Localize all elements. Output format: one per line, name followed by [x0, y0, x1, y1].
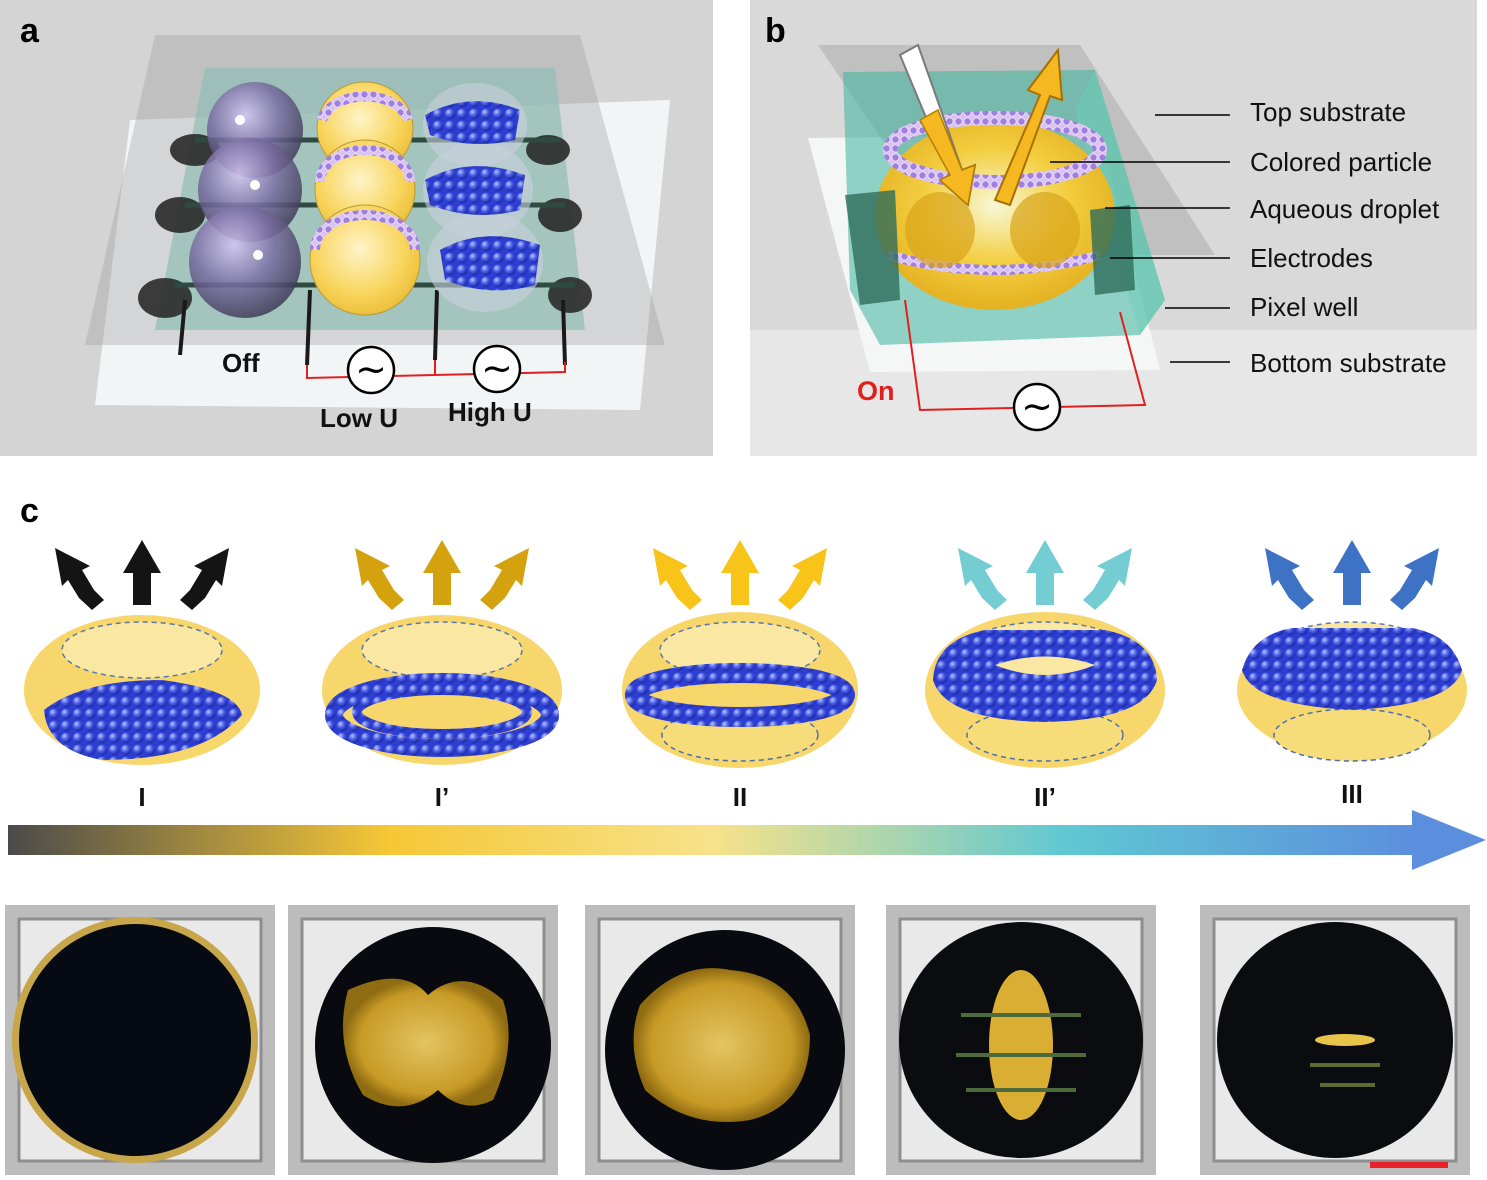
- state-2: I’: [322, 540, 562, 812]
- ac-symbol: ~: [1021, 384, 1053, 428]
- particle-ring-1: [44, 680, 242, 760]
- layer-label-1: Top substrate: [1250, 97, 1406, 127]
- droplets-low-u: [309, 81, 421, 316]
- layer-label-2: Colored particle: [1250, 147, 1432, 177]
- state-label-3: II: [733, 782, 747, 812]
- particle-ring-2: [325, 673, 559, 757]
- scale-bar: [1370, 1162, 1448, 1168]
- light-arrows-3: [653, 540, 827, 610]
- micrograph-1: [5, 905, 275, 1175]
- light-arrows-1: [55, 540, 229, 610]
- state-label-2: I’: [435, 782, 449, 812]
- reflected-light-arrow: [993, 47, 1064, 207]
- light-arrows-5: [1265, 540, 1439, 610]
- particle-ring-5: [1242, 628, 1462, 710]
- layer-leader-lines: [1050, 114, 1230, 363]
- ac-source-low: [346, 345, 396, 395]
- label-off: Off: [222, 348, 260, 378]
- droplets-high-u: [423, 83, 543, 312]
- layer-label-4: Electrodes: [1250, 243, 1373, 273]
- micrograph-4: [886, 905, 1156, 1175]
- micrograph-3: [585, 905, 855, 1175]
- state-label-1: I: [138, 782, 145, 812]
- state-4: II’: [925, 540, 1165, 812]
- electrode-posts: [178, 289, 567, 366]
- transition-gradient-bar: [8, 825, 1418, 855]
- panel-letter-c: c: [20, 492, 39, 530]
- light-arrows-4: [958, 540, 1132, 610]
- state-5: III: [1237, 540, 1467, 809]
- layer-label-6: Bottom substrate: [1250, 348, 1447, 378]
- light-arrows-2: [355, 540, 529, 610]
- state-1: I: [24, 540, 260, 812]
- state-label-5: III: [1341, 779, 1363, 809]
- colored-particles: [883, 111, 1107, 189]
- transition-arrowhead: [1412, 810, 1486, 870]
- ac-source-high: [472, 344, 522, 394]
- label-on: On: [857, 376, 895, 406]
- layer-label-3: Aqueous droplet: [1250, 194, 1440, 224]
- micrograph-2: [288, 905, 558, 1175]
- particle-ring-4: [933, 630, 1157, 722]
- state-3: II: [622, 540, 858, 812]
- micrographs: [5, 905, 1470, 1175]
- label-high-u: High U: [448, 397, 532, 427]
- particle-ring-3: [625, 663, 855, 727]
- ac-symbol-high: ~: [481, 346, 513, 390]
- label-low-u: Low U: [320, 403, 398, 433]
- panel-letter-b: b: [765, 12, 786, 50]
- ac-symbol-low: ~: [355, 347, 387, 391]
- panel-letter-a: a: [20, 12, 40, 50]
- panel-a: ~ ~ Off Low U High U a: [0, 0, 713, 456]
- droplets-off: [189, 82, 303, 318]
- micrograph-5: [1200, 905, 1470, 1175]
- layer-label-5: Pixel well: [1250, 292, 1358, 322]
- ac-source: [1012, 382, 1062, 432]
- state-label-4: II’: [1034, 782, 1056, 812]
